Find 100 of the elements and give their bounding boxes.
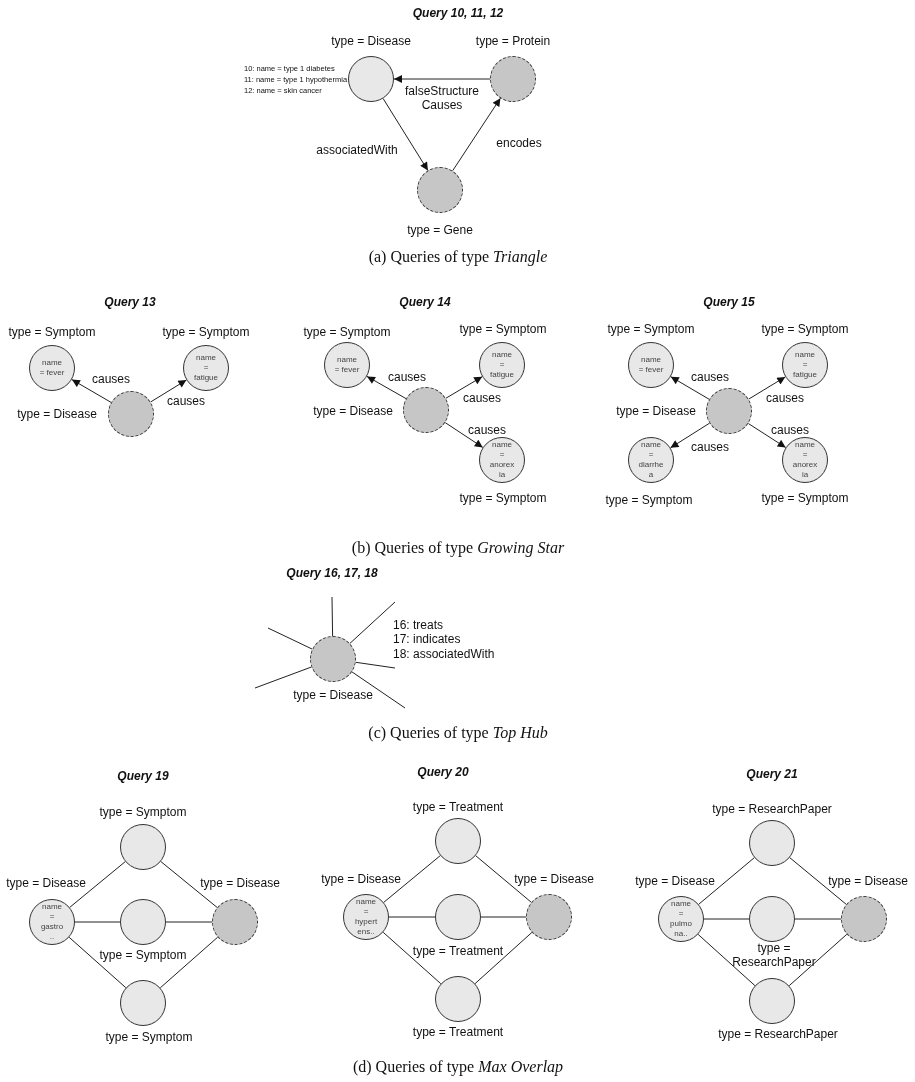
entity-circle: name = fatigue <box>183 345 229 391</box>
arrow <box>444 422 484 448</box>
entity-circle <box>841 896 887 942</box>
arrow <box>445 376 483 399</box>
node-annotation: type = ResearchPaper <box>718 1027 838 1041</box>
edge-label: associatedWith <box>316 143 398 157</box>
node-annotation: type = Treatment <box>412 944 504 958</box>
arrow <box>748 376 786 400</box>
connector-line <box>794 918 842 920</box>
entity-circle: name = fatigue <box>479 342 525 388</box>
arrow <box>393 75 491 83</box>
query-title: Query 16, 17, 18 <box>286 566 378 580</box>
entity-circle <box>348 56 394 102</box>
node-annotation: type = Symptom <box>303 325 391 339</box>
entity-circle <box>749 978 795 1024</box>
connector-line <box>68 936 127 989</box>
connector-line <box>331 596 334 637</box>
connector-line <box>254 666 312 689</box>
connector-line <box>388 916 436 918</box>
entity-circle <box>403 387 449 433</box>
entity-circle: name = diarrhe a <box>628 437 674 483</box>
figure-caption: (c) Queries of type Top Hub <box>368 726 548 740</box>
entity-circle <box>120 980 166 1026</box>
node-annotation: type = Symptom <box>459 491 547 505</box>
figure-caption: (d) Queries of type Max Overlap <box>352 1060 564 1074</box>
connector-line <box>480 916 527 918</box>
node-annotation: type = Symptom <box>459 322 547 336</box>
arrow <box>670 376 710 400</box>
query-title: Query 20 <box>417 765 469 779</box>
arrow <box>670 422 710 449</box>
node-annotation: type = Disease <box>17 407 97 421</box>
connector-line <box>382 931 442 985</box>
node-annotation: type = Disease <box>331 34 411 48</box>
node-annotation: type = Disease <box>293 688 373 702</box>
relation-note: 16: treats <box>393 618 444 632</box>
entity-circle <box>120 824 166 870</box>
entity-circle <box>212 899 258 945</box>
relation-note: 17: indicates <box>393 632 461 646</box>
relation-note: 18: associatedWith <box>393 647 495 661</box>
node-annotation: type = Gene <box>407 223 473 237</box>
node-annotation: type = Symptom <box>105 1030 193 1044</box>
node-annotation: type = Symptom <box>99 805 187 819</box>
node-annotation: type = Symptom <box>162 325 250 339</box>
node-annotation: type = Treatment <box>412 800 504 814</box>
arrow <box>366 375 407 400</box>
arrow <box>452 97 501 172</box>
entity-circle: name = gastro .. <box>29 899 75 945</box>
entity-circle <box>749 896 795 942</box>
entity-circle <box>435 976 481 1022</box>
entity-circle <box>490 56 536 102</box>
arrow <box>747 423 787 448</box>
entity-circle <box>435 818 481 864</box>
node-annotation: type = Disease <box>313 404 393 418</box>
connector-line <box>474 931 533 985</box>
connector-line <box>788 933 848 987</box>
connector-line <box>159 936 219 989</box>
node-annotation: type = Disease <box>635 874 715 888</box>
entity-circle <box>749 820 795 866</box>
edge-label: encodes <box>496 136 542 150</box>
connector-line <box>267 627 313 650</box>
query-title: Query 10, 11, 12 <box>412 6 504 20</box>
node-annotation: type = Disease <box>514 872 594 886</box>
figure-caption: (a) Queries of type Triangle <box>368 250 548 264</box>
connector-line <box>355 661 396 669</box>
node-annotation: type = Symptom <box>607 322 695 336</box>
node-annotation: type = Symptom <box>605 493 693 507</box>
entity-circle: name = pulmo na.. <box>658 896 704 942</box>
node-annotation: type = Symptom <box>8 325 96 339</box>
arrow <box>71 379 112 403</box>
node-annotation: type = Disease <box>200 876 280 890</box>
connector-line <box>789 857 847 905</box>
node-annotation: type = Disease <box>321 872 401 886</box>
connector-line <box>703 918 750 920</box>
connector-line <box>698 857 755 905</box>
arrow <box>150 379 187 403</box>
node-annotation: type = Disease <box>616 404 696 418</box>
node-annotation: type = ResearchPaper <box>731 941 817 969</box>
node-annotation: type = ResearchPaper <box>712 802 832 816</box>
entity-circle: name = fatigue <box>782 342 828 388</box>
connector-line <box>351 671 406 709</box>
connector-line <box>69 861 126 908</box>
entity-circle <box>417 167 463 213</box>
connector-line <box>74 921 121 923</box>
node-annotation: type = Symptom <box>761 322 849 336</box>
figure-caption: (b) Queries of type Growing Star <box>351 541 565 555</box>
entity-circle <box>435 894 481 940</box>
connector-line <box>160 861 218 908</box>
connector-line <box>475 855 532 903</box>
node-annotation: type = Symptom <box>761 491 849 505</box>
entity-circle <box>108 391 154 437</box>
entity-circle: name = fever <box>628 342 674 388</box>
node-annotation: type = Symptom <box>99 948 187 962</box>
entity-circle: name = hypert ens.. <box>343 894 389 940</box>
entity-circle: name = anorex ia <box>782 437 828 483</box>
entity-circle: name = fever <box>29 345 75 391</box>
node-annotation: type = Disease <box>828 874 908 888</box>
entity-circle <box>120 899 166 945</box>
connector-line <box>383 855 441 903</box>
node-annotation: type = Disease <box>6 876 86 890</box>
entity-circle: name = anorex ia <box>479 437 525 483</box>
